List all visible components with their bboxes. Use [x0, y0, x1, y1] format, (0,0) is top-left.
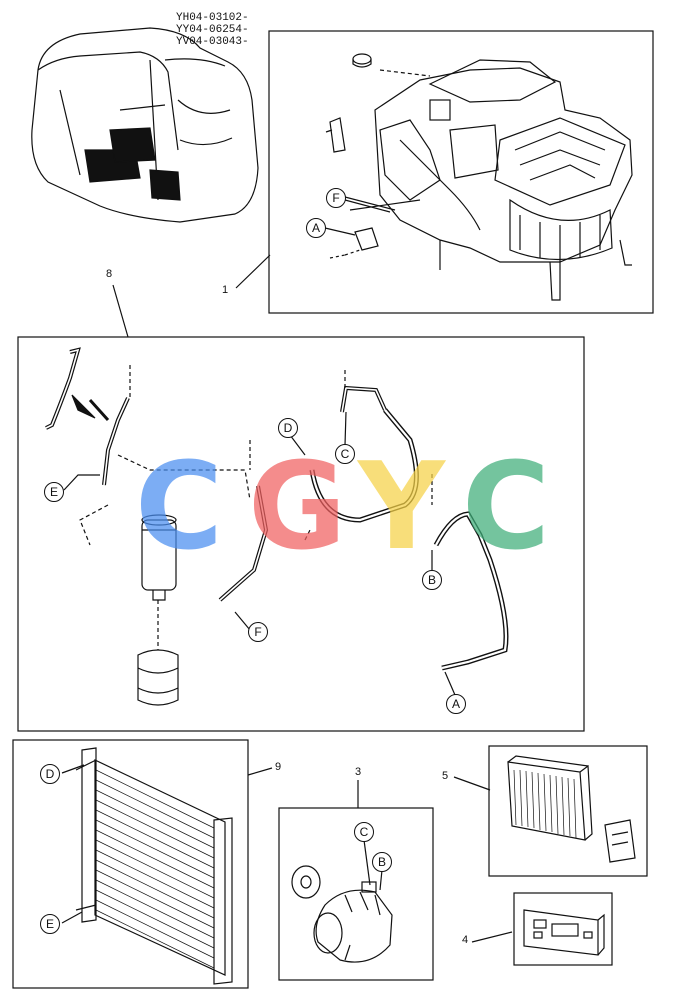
item-number-3: 3 [355, 766, 362, 778]
leader-5 [453, 776, 491, 791]
item-1-panel [268, 30, 654, 314]
watermark-letter: Y [358, 438, 445, 577]
leader-1 [235, 254, 271, 289]
item-number-5: 5 [442, 770, 449, 782]
leader-D-9 [61, 764, 85, 774]
serial-number: YY04-06254- [176, 24, 249, 36]
item-1-small-parts [325, 53, 431, 259]
control-panel [523, 909, 605, 956]
hose-dashed-leaders [79, 365, 433, 546]
item-8-panel [17, 336, 585, 732]
watermark-letter: C [135, 438, 224, 577]
condenser [75, 747, 233, 985]
watermark-letter: C [462, 438, 551, 577]
leader-C-3 [363, 839, 371, 886]
callout-D: D [40, 764, 60, 784]
leader-A-8 [444, 671, 456, 696]
leader-E-8 [63, 474, 100, 491]
leader-9 [247, 767, 273, 776]
item-number-1: 1 [222, 284, 229, 296]
leader-A-top [324, 227, 356, 236]
watermark-letter: G [248, 438, 347, 577]
item-number-8: 8 [106, 268, 113, 280]
leader-E-9 [61, 911, 83, 924]
callout-A: A [306, 218, 326, 238]
callout-D: D [278, 418, 298, 438]
callout-C: C [354, 822, 374, 842]
cab-location-sketch [31, 27, 259, 223]
item-9-panel [12, 739, 249, 989]
item-number-9: 9 [275, 761, 282, 773]
compressor [291, 865, 393, 963]
leader-8 [112, 284, 129, 338]
callout-F: F [248, 622, 268, 642]
item-4-panel [513, 892, 613, 966]
hvac-unit [374, 59, 633, 301]
callout-C: C [335, 444, 355, 464]
leader-D-8 [289, 434, 306, 456]
hose-set [45, 347, 509, 671]
leader-4 [471, 931, 513, 943]
leader-F-top [344, 196, 396, 211]
item-5-panel [488, 745, 648, 877]
air-filter [507, 755, 636, 863]
leader-B-3 [379, 869, 383, 891]
callout-F: F [326, 188, 346, 208]
callout-E: E [40, 914, 60, 934]
leader-F-8 [234, 611, 251, 631]
callout-E: E [44, 482, 64, 502]
item-number-4: 4 [462, 934, 469, 946]
callout-B: B [372, 852, 392, 872]
item-3-panel [278, 807, 434, 981]
callout-B: B [422, 570, 442, 590]
callout-A: A [446, 694, 466, 714]
serial-number: YV04-03043- [176, 36, 249, 48]
receiver-drier [137, 514, 179, 706]
leader-C-8 [344, 411, 347, 446]
serial-number: YH04-03102- [176, 12, 249, 24]
